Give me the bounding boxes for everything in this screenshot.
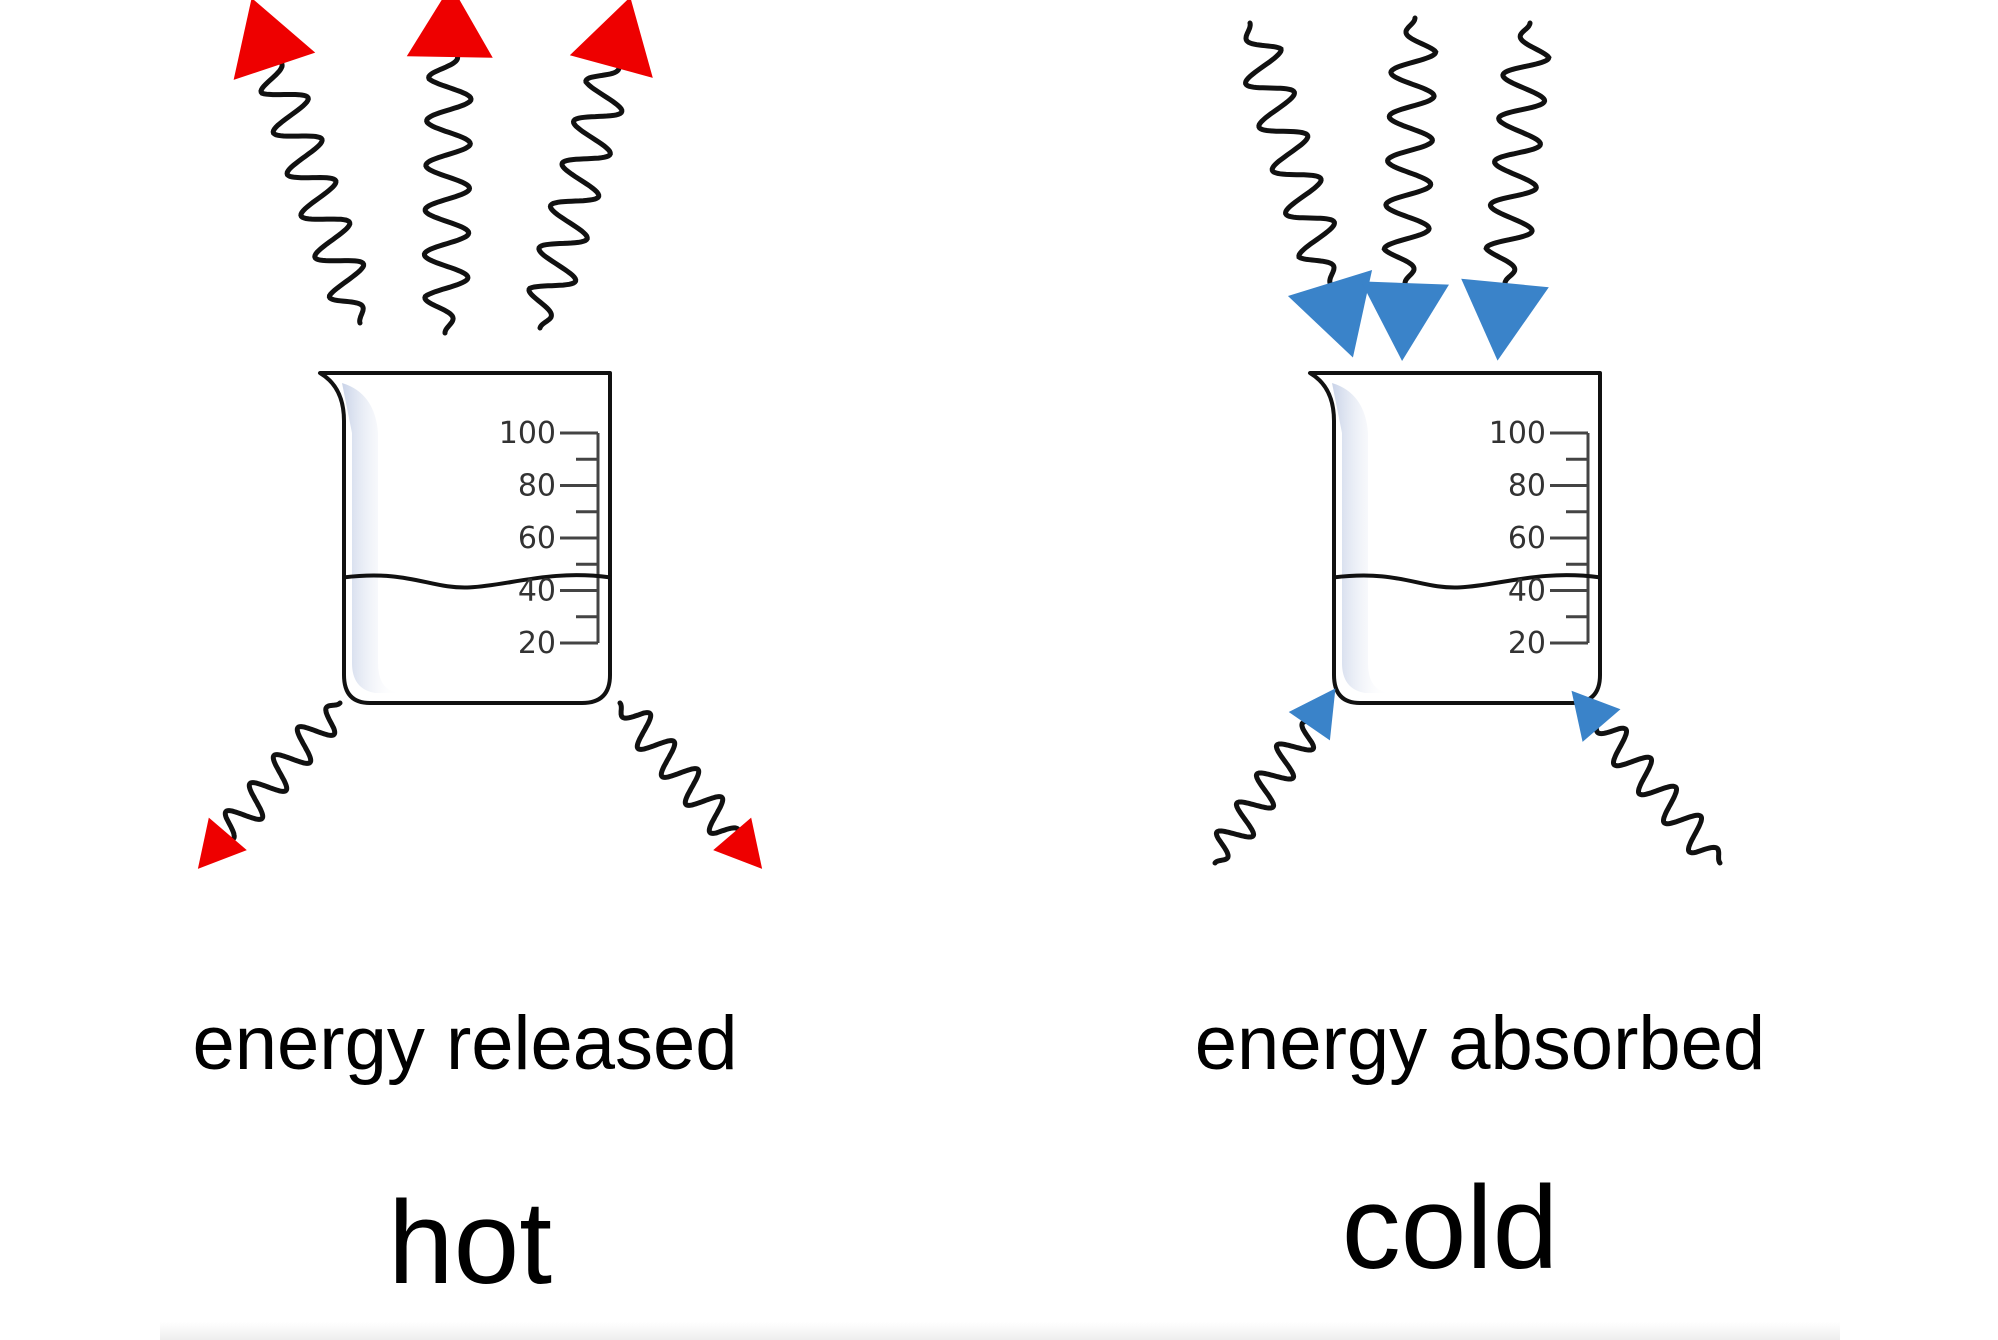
wavy-energy-line	[1212, 715, 1318, 866]
wavy-energy-line	[1243, 20, 1337, 286]
energy-in-arrow-head	[1361, 281, 1449, 361]
beaker-outline	[1308, 371, 1602, 705]
wavy-energy-line	[1483, 20, 1552, 286]
wavy-energy-line	[526, 50, 625, 331]
hot-label: hot	[387, 1177, 553, 1309]
wavy-energy-line	[217, 700, 343, 846]
energy-out-arrow-head	[569, 0, 653, 78]
liquid-surface	[343, 573, 611, 590]
wavy-energy-line	[1381, 15, 1439, 286]
wavy-energy-line	[421, 40, 474, 336]
wavy-energy-line	[1592, 715, 1723, 866]
energy-in-arrow-head	[1288, 688, 1336, 741]
beaker-shine	[1332, 383, 1390, 693]
scale-label: 100	[1489, 416, 1546, 451]
wavy-energy-line	[258, 50, 367, 326]
scale-label: 40	[1508, 574, 1546, 609]
energy-out-arrow-head	[406, 0, 493, 58]
scale-label: 100	[499, 416, 556, 451]
energy-in-arrow-head	[1461, 278, 1549, 361]
hot-panel: 100 80 60 40 20	[197, 0, 763, 869]
energy-released-label: energy released	[192, 1001, 738, 1086]
scale-label: 80	[1508, 469, 1546, 504]
scale-label: 60	[518, 521, 556, 556]
energy-out-arrow-head	[197, 817, 247, 869]
energy-out-arrow-head	[713, 817, 763, 869]
beaker-shine	[342, 383, 400, 693]
scale-label: 40	[518, 574, 556, 609]
scale-label: 60	[1508, 521, 1546, 556]
scale-label: 20	[1508, 626, 1546, 661]
beaker-outline	[318, 371, 612, 705]
energy-in-arrow-head	[1287, 270, 1373, 358]
energy-out-arrow-head	[233, 0, 316, 80]
scale-label: 80	[518, 469, 556, 504]
energy-absorbed-label: energy absorbed	[1194, 1001, 1766, 1086]
cold-panel: 100 80 60 40 20	[1212, 15, 1723, 866]
liquid-surface	[1333, 573, 1601, 590]
wavy-energy-line	[617, 700, 743, 846]
bottom-divider	[160, 1322, 1840, 1340]
scale-label: 20	[518, 626, 556, 661]
cold-label: cold	[1341, 1162, 1559, 1294]
energy-in-arrow-head	[1571, 690, 1621, 742]
